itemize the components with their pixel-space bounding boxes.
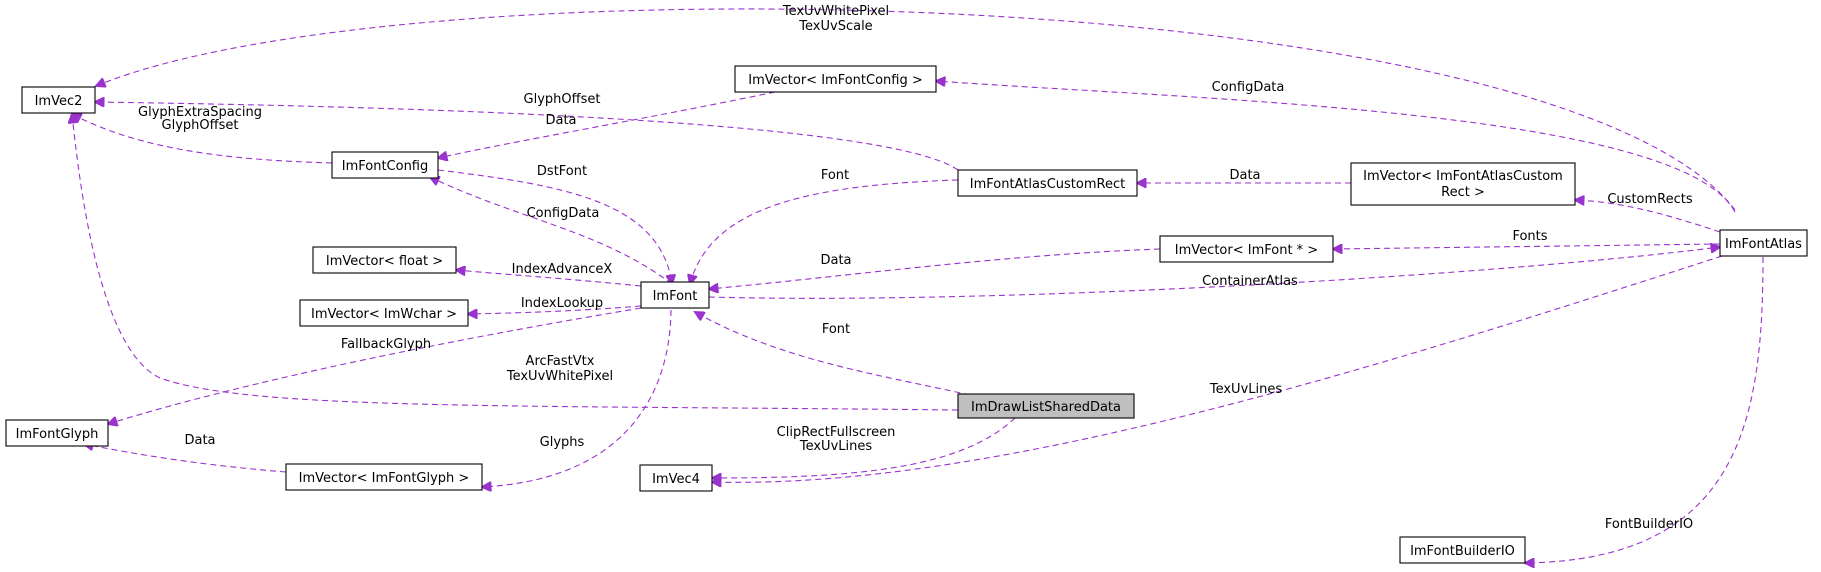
edge-label: Font: [821, 168, 849, 183]
node-label: Rect >: [1441, 185, 1485, 200]
edge-label: TexUvWhitePixel: [506, 369, 613, 384]
node-label: ImVector< ImFontConfig >: [748, 73, 922, 88]
node-imfontatlas[interactable]: ImFontAtlas: [1719, 229, 1808, 257]
node-imvec2[interactable]: ImVec2: [21, 86, 96, 114]
node-imfontconfig[interactable]: ImFontConfig: [331, 151, 439, 179]
node-imvector-imfontconfig[interactable]: ImVector< ImFontConfig >: [734, 65, 937, 93]
node-label: ImVec4: [652, 472, 700, 487]
edge-label: ContainerAtlas: [1202, 274, 1298, 289]
node-label: ImDrawListSharedData: [971, 400, 1121, 415]
node-label: ImFontAtlas: [1725, 237, 1802, 252]
node-label: ImVec2: [35, 94, 83, 109]
edge-label: Data: [820, 253, 851, 268]
node-imfontglyph[interactable]: ImFontGlyph: [5, 419, 109, 447]
edge-atlas-to-imfontbuilderio: FontBuilderIO: [1525, 256, 1764, 563]
node-label: ImFontAtlasCustomRect: [970, 177, 1125, 192]
edge-imfontconfig-to-imvec2: GlyphExtraSpacing GlyphOffset: [72, 105, 333, 164]
edge-label: ConfigData: [1212, 80, 1285, 95]
node-label: ImVector< ImFont * >: [1175, 243, 1318, 258]
edge-atlas-to-imvector-imfontconfig: ConfigData: [936, 80, 1736, 213]
node-imvector-imfontglyph[interactable]: ImVector< ImFontGlyph >: [285, 463, 483, 491]
edge-label: ConfigData: [527, 206, 600, 221]
node-imvector-imfontptr[interactable]: ImVector< ImFont * >: [1159, 235, 1334, 263]
edge-label: Data: [184, 433, 215, 448]
node-imfont[interactable]: ImFont: [640, 281, 710, 309]
node-label: ImFontBuilderIO: [1410, 544, 1515, 559]
edge-customrect-to-imvec2: GlyphOffset: [95, 92, 959, 171]
node-label: ImVector< ImWchar >: [311, 307, 457, 322]
edge-label: FallbackGlyph: [341, 337, 431, 352]
edge-label: GlyphOffset: [162, 118, 239, 133]
edge-label: TexUvLines: [799, 439, 872, 454]
edge-imvector-imfontptr-to-imfont: Data: [709, 248, 1161, 289]
edge-atlas-to-imvec2: TexUvWhitePixel TexUvScale: [96, 4, 1736, 211]
edge-atlas-to-imvec4: TexUvLines: [712, 255, 1723, 482]
edge-label: TexUvScale: [798, 19, 872, 34]
edge-atlas-to-imvector-customrect: CustomRects: [1575, 192, 1721, 233]
node-imfontbuilderio[interactable]: ImFontBuilderIO: [1399, 536, 1526, 564]
edge-label: Data: [1229, 168, 1260, 183]
edge-label: CustomRects: [1607, 192, 1692, 207]
edge-imvector-customrect-to-customrect: Data: [1137, 168, 1351, 183]
edge-imvector-imfontconfig-to-imfontconfig: Data: [438, 91, 776, 158]
node-label: ImFont: [653, 289, 698, 304]
node-imvector-imwchar[interactable]: ImVector< ImWchar >: [299, 299, 469, 327]
edge-drawlist-to-imfont: Font: [695, 312, 971, 396]
edge-label: GlyphExtraSpacing: [138, 105, 262, 120]
edge-atlas-to-imvector-imfontptr: Fonts: [1333, 229, 1721, 249]
node-imvector-imfontatlascustomrect[interactable]: ImVector< ImFontAtlasCustom Rect >: [1350, 162, 1576, 206]
edge-imfontconfig-to-imfont: DstFont: [437, 164, 672, 284]
edge-label: IndexLookup: [521, 296, 603, 311]
node-label: ImVector< ImFontAtlasCustom: [1363, 169, 1563, 184]
node-imvector-float[interactable]: ImVector< float >: [312, 246, 457, 274]
edge-label: IndexAdvanceX: [512, 262, 613, 277]
edge-label: DstFont: [537, 164, 587, 179]
edge-label: FontBuilderIO: [1605, 517, 1693, 532]
node-imdrawlistshareddata[interactable]: ImDrawListSharedData: [957, 393, 1135, 419]
edge-imvector-imfontglyph-to-imfontglyph: Data: [84, 433, 287, 473]
edge-label: Data: [545, 113, 576, 128]
edge-imfont-to-atlas: ContainerAtlas: [708, 247, 1720, 299]
edge-imfont-to-imvector-imwchar: IndexLookup: [468, 296, 642, 314]
edge-imfont-to-imvector-float: IndexAdvanceX: [456, 262, 642, 287]
node-label: ImFontConfig: [342, 159, 429, 174]
edge-label: TexUvWhitePixel: [782, 4, 889, 19]
edge-label: Glyphs: [540, 435, 585, 450]
edge-label: GlyphOffset: [524, 92, 601, 107]
edge-imfont-to-imfontconfig: ConfigData: [430, 177, 673, 285]
edge-customrect-to-imfont: Font: [690, 168, 959, 284]
edge-label: Font: [822, 322, 850, 337]
node-label: ImVector< float >: [326, 254, 443, 269]
edge-imfont-to-imvector-imfontglyph: Glyphs: [482, 309, 672, 487]
edge-drawlist-to-imvec2: ArcFastVtx TexUvWhitePixel: [72, 114, 959, 411]
node-imvec4[interactable]: ImVec4: [639, 464, 713, 492]
node-label: ImFontGlyph: [16, 427, 99, 442]
edge-label: TexUvLines: [1209, 382, 1282, 397]
edge-label: ClipRectFullscreen: [777, 425, 896, 440]
edge-imfont-to-imfontglyph: FallbackGlyph: [108, 307, 642, 424]
edge-label: ArcFastVtx: [526, 354, 595, 369]
edge-drawlist-to-imvec4: ClipRectFullscreen TexUvLines: [712, 417, 1016, 478]
node-label: ImVector< ImFontGlyph >: [299, 471, 470, 486]
edge-label: Fonts: [1512, 229, 1547, 244]
node-imfontatlascustomrect[interactable]: ImFontAtlasCustomRect: [957, 169, 1138, 197]
